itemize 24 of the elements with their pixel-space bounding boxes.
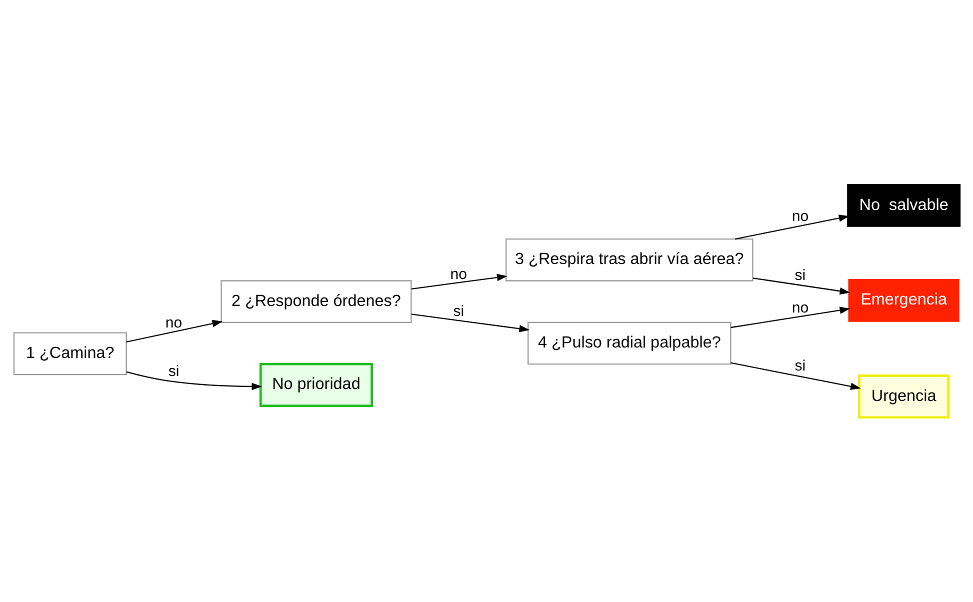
- node-box: No prioridad: [258, 362, 372, 407]
- edge-label: no: [791, 299, 808, 316]
- arrow: [410, 274, 507, 290]
- edge-label: no: [450, 266, 467, 283]
- arrow: [734, 214, 849, 240]
- node-box: 3 ¿Respira tras abrir vía aérea?: [505, 238, 753, 282]
- node-box: No salvable: [846, 184, 960, 227]
- arrow: [410, 314, 530, 332]
- edge-label: no: [791, 208, 808, 225]
- arrow: [730, 306, 850, 328]
- node-box: 2 ¿Responde órdenes?: [220, 280, 412, 323]
- edge-label: si: [794, 267, 806, 284]
- node-box: Emergencia: [848, 279, 959, 322]
- arrow: [126, 371, 262, 390]
- edge-label: no: [164, 314, 182, 332]
- node-box: Urgencia: [858, 374, 950, 419]
- arrow: [730, 362, 860, 390]
- node-box: 4 ¿Pulso radial palpable?: [527, 322, 731, 365]
- edge-label: si: [794, 357, 806, 374]
- arrow: [752, 278, 850, 295]
- node-box: 1 ¿Camina?: [12, 332, 126, 376]
- arrow: [126, 320, 222, 342]
- edge-label: si: [168, 363, 179, 380]
- edge-label: si: [452, 302, 464, 320]
